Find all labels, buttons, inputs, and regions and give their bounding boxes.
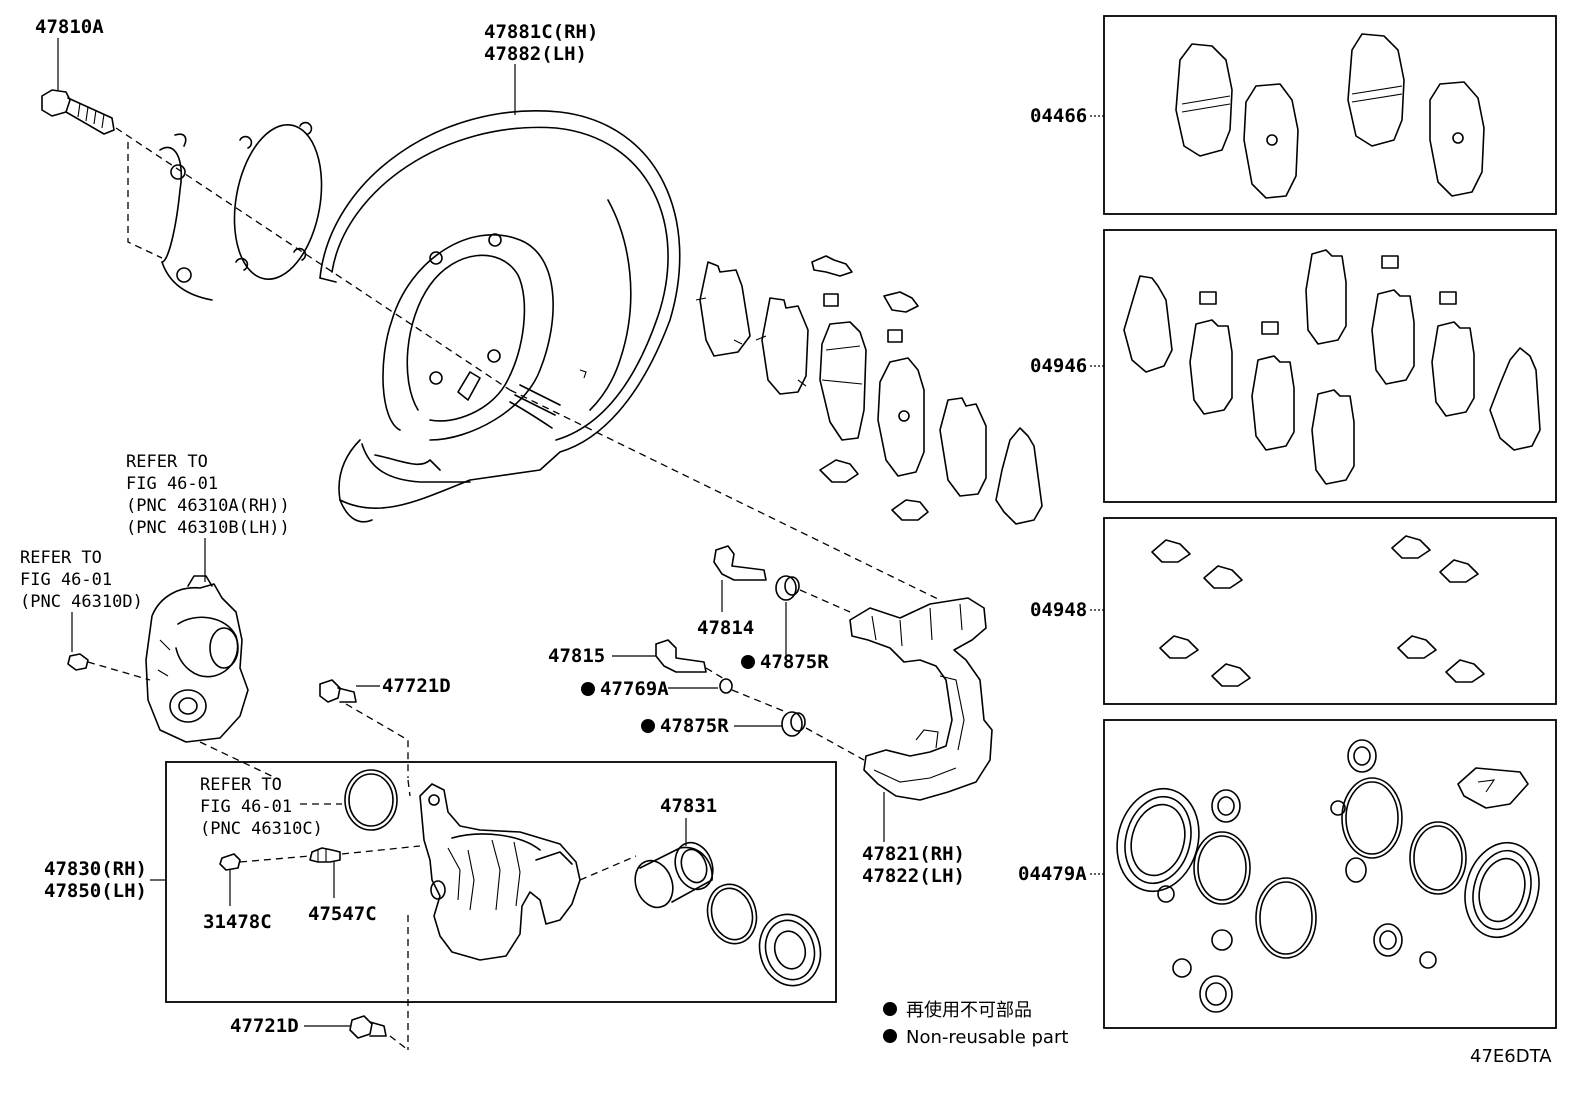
kit-04946-shims (1123, 249, 1541, 485)
nonreusable-dot-2 (581, 682, 595, 696)
label-47721d-b: 47721D (230, 1015, 299, 1037)
kit-04948-clips (1151, 535, 1485, 687)
label-47875r-b: 47875R (660, 715, 729, 737)
ref2-line1: REFER TO (20, 548, 102, 568)
legend-dot-jp (883, 1002, 897, 1016)
label-04948: 04948 (1030, 599, 1087, 621)
label-47850: 47850(LH) (44, 880, 147, 902)
hub-outline (115, 127, 511, 391)
parking-actuator (67, 575, 281, 781)
hub-bolt-47810a (41, 38, 115, 135)
nonreusable-dot-3 (641, 719, 655, 733)
ref2-line2: FIG 46-01 (20, 570, 112, 590)
ref3-line1: REFER TO (200, 775, 282, 795)
label-47721d-a: 47721D (382, 675, 451, 697)
piston-47831 (634, 818, 714, 909)
label-47830: 47830(RH) (44, 858, 147, 880)
label-47814: 47814 (697, 617, 754, 639)
slide-pin-47814 (713, 545, 767, 612)
kit-04466-pads (1175, 33, 1485, 199)
label-47882: 47882(LH) (484, 43, 587, 65)
ref3-line3: (PNC 46310C) (200, 819, 323, 839)
label-47769a: 47769A (600, 678, 669, 700)
piston-seal (706, 883, 758, 945)
label-04946: 04946 (1030, 355, 1087, 377)
hub-ring-plate (233, 121, 323, 280)
label-04479a: 04479A (1018, 863, 1087, 885)
label-47810a: 47810A (35, 16, 104, 38)
legend-dot-en (883, 1029, 897, 1043)
ref3-line2: FIG 46-01 (200, 797, 292, 817)
ref1-line4: (PNC 46310B(LH)) (126, 518, 290, 538)
kit-04479a-seals (1116, 739, 1540, 1013)
dust-shield-47881c (319, 64, 681, 523)
label-31478c: 31478C (203, 911, 272, 933)
label-04466: 04466 (1030, 105, 1087, 127)
label-47831: 47831 (660, 795, 717, 817)
slide-pin-47815 (612, 639, 727, 681)
ref1-line3: (PNC 46310A(RH)) (126, 496, 290, 516)
boot-47875r-lower (734, 711, 865, 761)
bleeder-plug-47547c (309, 845, 421, 898)
caliper-mounting-47821 (849, 597, 993, 842)
nonreusable-dot-1 (741, 655, 755, 669)
kit-box-04948 (1103, 517, 1557, 705)
legend-en: Non-reusable part (906, 1027, 1068, 1048)
piston-boot (758, 913, 822, 987)
assembly-axis-line (509, 389, 941, 601)
kit-box-04479a (1103, 719, 1557, 1029)
figure-code: 47E6DTA (1470, 1046, 1552, 1067)
boot-47875r-upper (775, 575, 851, 656)
caliper-body (407, 779, 637, 1050)
label-47875r-a: 47875R (760, 651, 829, 673)
caliper-assembly-box (165, 761, 837, 1003)
label-47822: 47822(LH) (862, 865, 965, 887)
kit-box-04946 (1103, 229, 1557, 503)
bolt-47721d-lower (304, 1015, 409, 1051)
bushing-47769a (668, 678, 787, 713)
bleeder-cap-31478c (219, 853, 311, 906)
kit-box-04466 (1103, 15, 1557, 215)
label-47547c: 47547C (308, 903, 377, 925)
label-47881c: 47881C(RH) (484, 21, 598, 43)
label-47821: 47821(RH) (862, 843, 965, 865)
o-ring-caliper (344, 769, 398, 831)
legend-jp: 再使用不可部品 (906, 1000, 1032, 1021)
exploded-pads-group (695, 255, 1043, 525)
ref1-line1: REFER TO (126, 452, 208, 472)
ref2-line3: (PNC 46310D) (20, 592, 143, 612)
ref1-line2: FIG 46-01 (126, 474, 218, 494)
label-47815: 47815 (548, 645, 605, 667)
bolt-47721d-upper (319, 679, 409, 778)
